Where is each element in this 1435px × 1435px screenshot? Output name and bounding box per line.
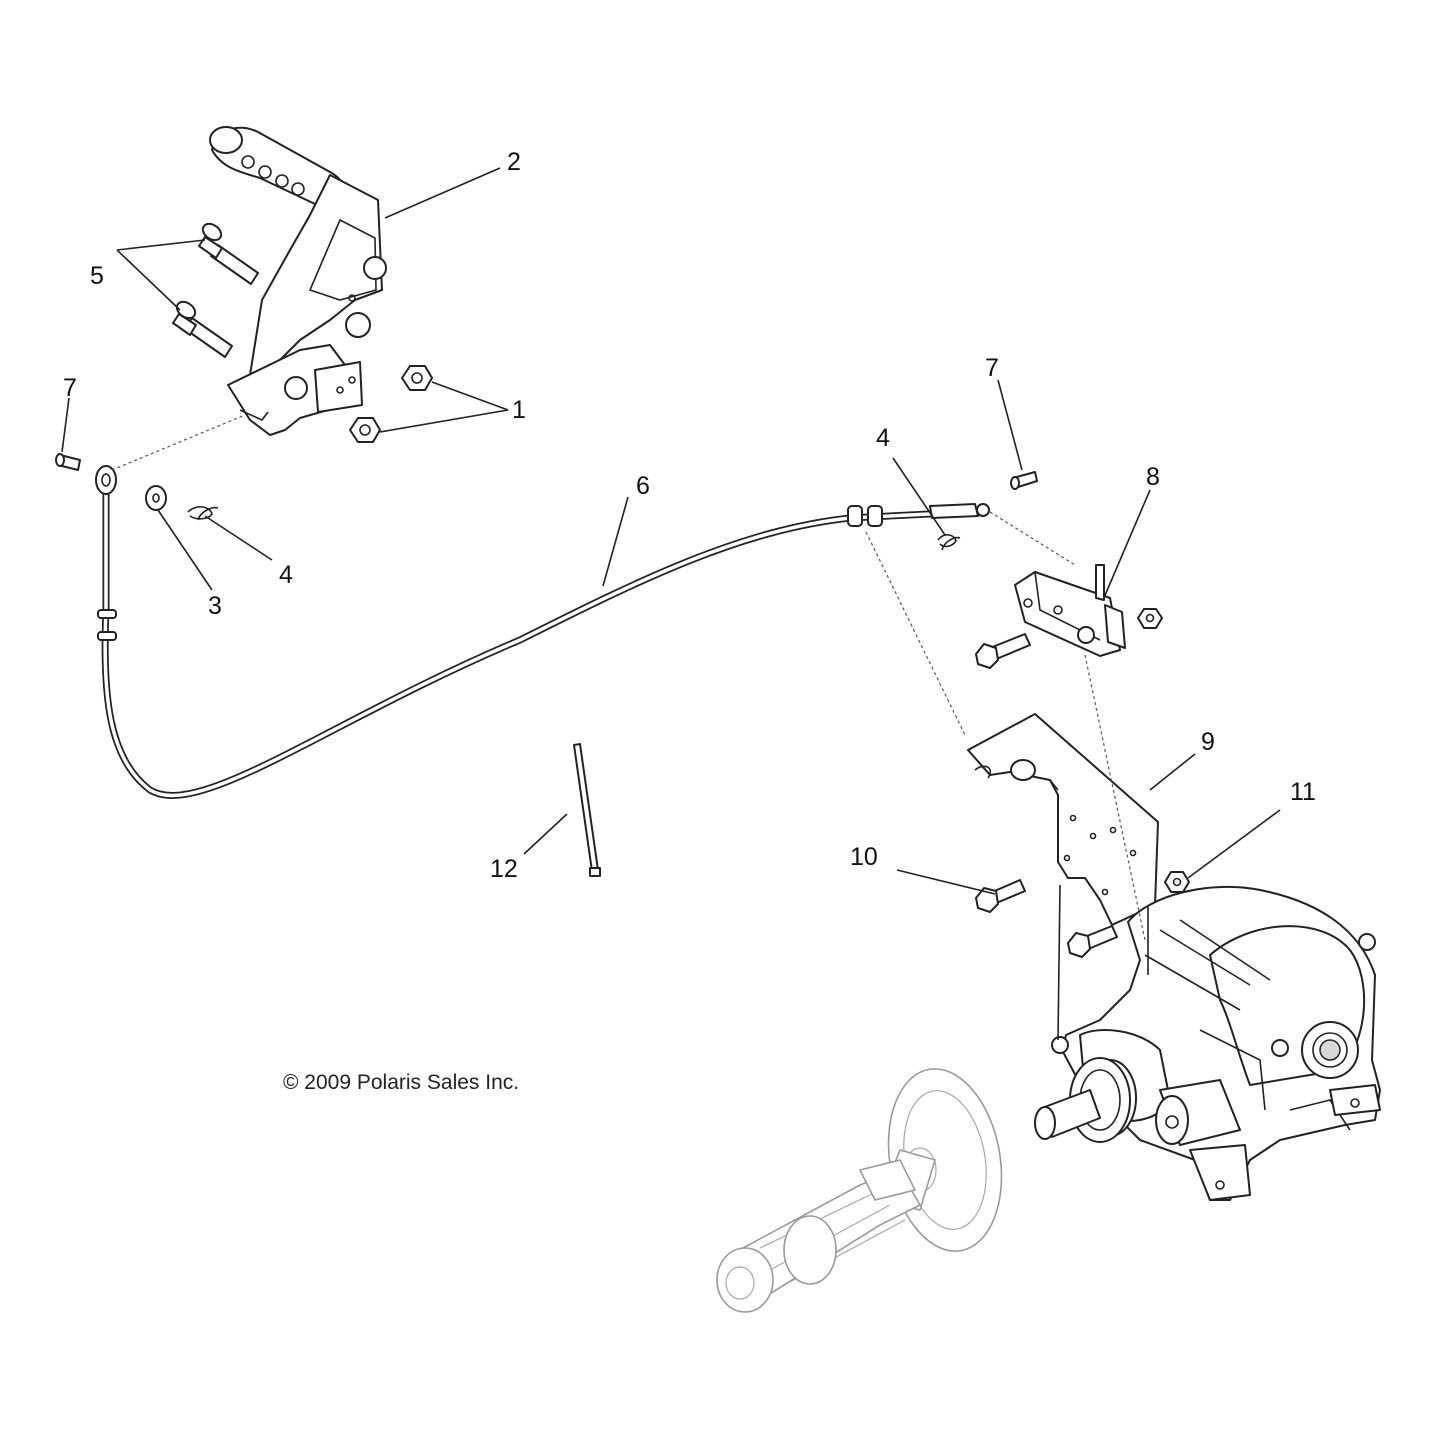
callout-numbers: 1 2 3 4 4 5 6 7 7 8 9 10 11 12 xyxy=(63,148,1316,883)
clevis-pin-left xyxy=(55,453,81,471)
assembly-solid-lines xyxy=(1057,884,1149,1041)
leader-lines xyxy=(61,167,1281,895)
washer xyxy=(145,485,167,511)
callout-7-left: 7 xyxy=(63,374,77,402)
callout-2: 2 xyxy=(507,148,521,176)
hairpin-clip-left xyxy=(187,506,219,521)
brake-disc-and-driveshaft xyxy=(716,1068,1003,1313)
assembly-lines xyxy=(111,414,1146,941)
callout-3: 3 xyxy=(208,592,222,620)
lever-pivot-bolts xyxy=(172,222,259,358)
hairpin-clip-right xyxy=(937,534,961,551)
callout-6: 6 xyxy=(636,472,650,500)
brake-cable xyxy=(95,465,990,799)
bracket-nut xyxy=(1164,871,1190,893)
callout-4-right: 4 xyxy=(876,424,890,452)
callout-5: 5 xyxy=(90,262,104,290)
callout-9: 9 xyxy=(1201,728,1215,756)
callout-7-right: 7 xyxy=(985,354,999,382)
brake-caliper xyxy=(975,564,1163,669)
callout-1: 1 xyxy=(512,396,526,424)
callout-10: 10 xyxy=(850,843,878,871)
callout-11: 11 xyxy=(1290,778,1316,806)
callout-12: 12 xyxy=(490,855,518,883)
callout-4-left: 4 xyxy=(279,561,293,589)
cable-tie xyxy=(573,743,601,877)
flange-nuts xyxy=(349,365,433,443)
bracket-bolts xyxy=(975,879,1118,958)
clevis-pin-right xyxy=(1010,471,1038,490)
gearcase-assembly xyxy=(1034,885,1381,1201)
caliper-mount-bracket xyxy=(967,713,1159,926)
brake-lever-assembly xyxy=(209,126,387,436)
callout-8: 8 xyxy=(1146,463,1160,491)
copyright-notice: © 2009 Polaris Sales Inc. xyxy=(283,1071,519,1094)
